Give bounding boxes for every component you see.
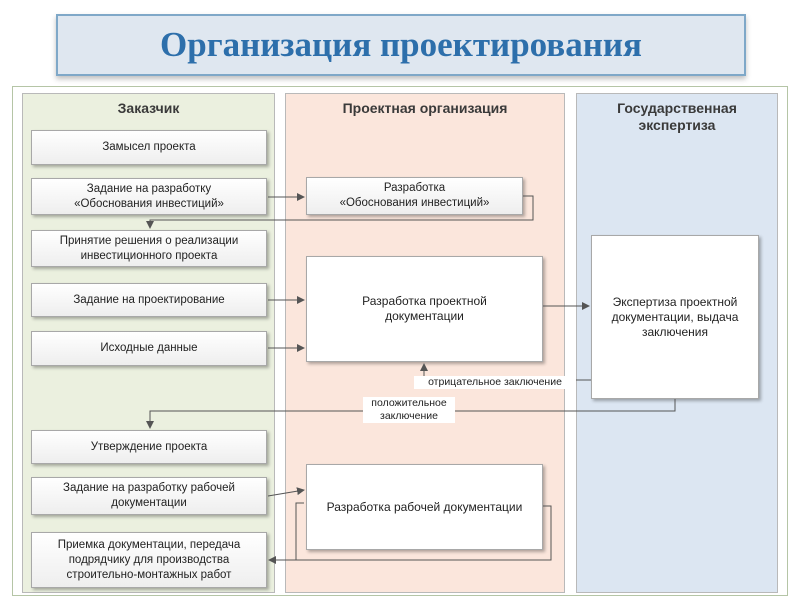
step-initial-data: Исходные данные [31, 331, 267, 366]
step-investment-decision: Принятие решения о реализации инвестицио… [31, 230, 267, 267]
step-design-assignment: Задание на проектирование [31, 283, 267, 317]
step-expertise-conclusion: Экспертиза проектной документации, выдач… [591, 235, 759, 399]
label-positive-conclusion: положительное заключение [363, 397, 455, 423]
arrow-working-docs-to-acceptance [295, 502, 552, 561]
step-investment-justification-development: Разработка «Обоснования инвестиций» [306, 177, 523, 215]
lane-title-state-expertise: Государственная экспертиза [617, 100, 737, 133]
step-investment-justification-assignment: Задание на разработку «Обоснования инвес… [31, 178, 267, 215]
arrow-justification-feedback [146, 195, 534, 229]
step-working-docs-development: Разработка рабочей документации [306, 464, 543, 550]
step-project-idea: Замысел проекта [31, 130, 267, 165]
title-banner: Организация проектирования [56, 14, 746, 76]
page-title: Организация проектирования [160, 25, 642, 64]
lane-title-customer: Заказчик [117, 100, 180, 116]
step-working-docs-assignment: Задание на разработку рабочей документац… [31, 477, 267, 515]
step-documentation-acceptance: Приемка документации, передача подрядчик… [31, 532, 267, 588]
step-project-approval: Утверждение проекта [31, 430, 267, 464]
step-project-docs-development: Разработка проектной документации [306, 256, 543, 362]
arrow-working-assignment-to-docs [267, 487, 305, 497]
lane-title-design-organization: Проектная организация [342, 100, 508, 116]
label-negative-conclusion: отрицательное заключение [414, 376, 576, 389]
